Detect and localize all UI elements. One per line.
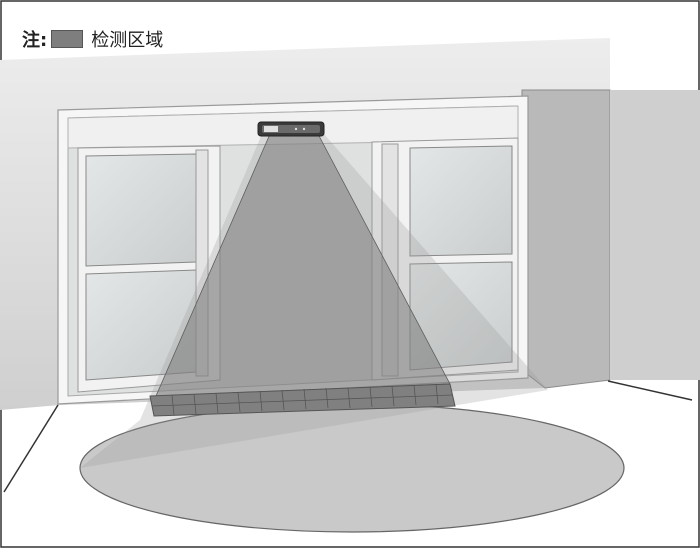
legend-label: 检测区域 <box>91 30 164 51</box>
side-wall <box>610 90 700 380</box>
right-pillar <box>521 89 611 389</box>
legend-swatch <box>51 30 84 48</box>
tiled-floor-patch <box>149 383 456 417</box>
motion-sensor-unit <box>257 121 325 137</box>
legend-prefix: 注: <box>22 30 48 51</box>
floor-edge-left <box>3 404 59 493</box>
floor-edge-right <box>607 380 693 401</box>
legend: 注: 检测区域 <box>22 26 163 52</box>
